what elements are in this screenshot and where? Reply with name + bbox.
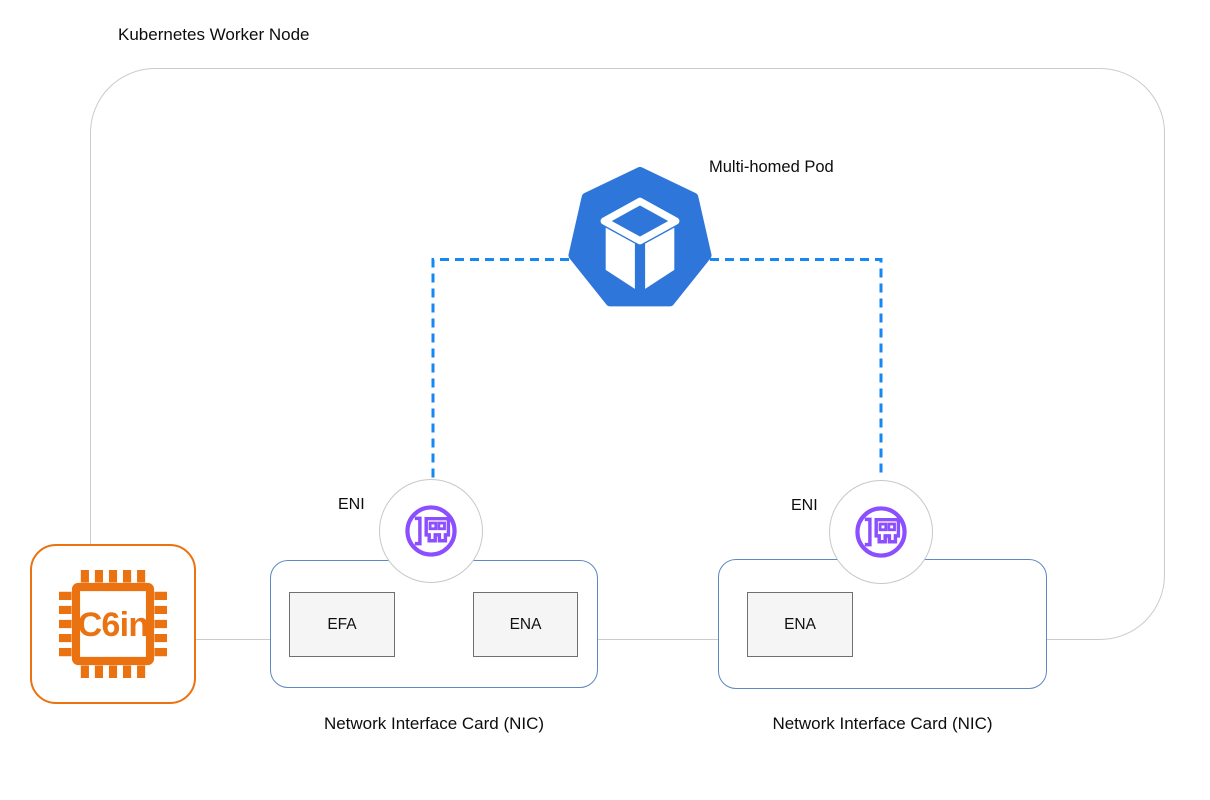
eni-label-left: ENI: [338, 496, 365, 513]
eni-network-card-icon-right: [829, 480, 933, 584]
nic-right-box: ENA: [718, 559, 1047, 689]
efa-adapter-box: EFA: [289, 592, 395, 657]
eni-glyph-left: [405, 505, 457, 557]
c6in-chip-glyph: C6in: [58, 569, 168, 679]
eni-network-card-icon-left: [379, 479, 483, 583]
ena-adapter-label-right: ENA: [784, 615, 816, 633]
worker-node-title: Kubernetes Worker Node: [118, 25, 310, 44]
nic-caption-left: Network Interface Card (NIC): [323, 714, 545, 733]
instance-type-label: C6in: [78, 606, 149, 644]
kubernetes-pod-icon: [568, 167, 712, 307]
ena-adapter-label-left: ENA: [509, 615, 542, 633]
efa-adapter-label: EFA: [327, 615, 357, 633]
ena-adapter-box-right: ENA: [747, 592, 853, 657]
eni-glyph-right: [855, 506, 907, 558]
c6in-instance-chip-icon: C6in: [30, 544, 196, 704]
ena-adapter-box-left: ENA: [473, 592, 578, 657]
eni-label-right: ENI: [791, 497, 818, 514]
pod-label: Multi-homed Pod: [709, 158, 834, 176]
nic-caption-right: Network Interface Card (NIC): [772, 714, 993, 733]
worker-node-boundary: [90, 68, 1165, 640]
